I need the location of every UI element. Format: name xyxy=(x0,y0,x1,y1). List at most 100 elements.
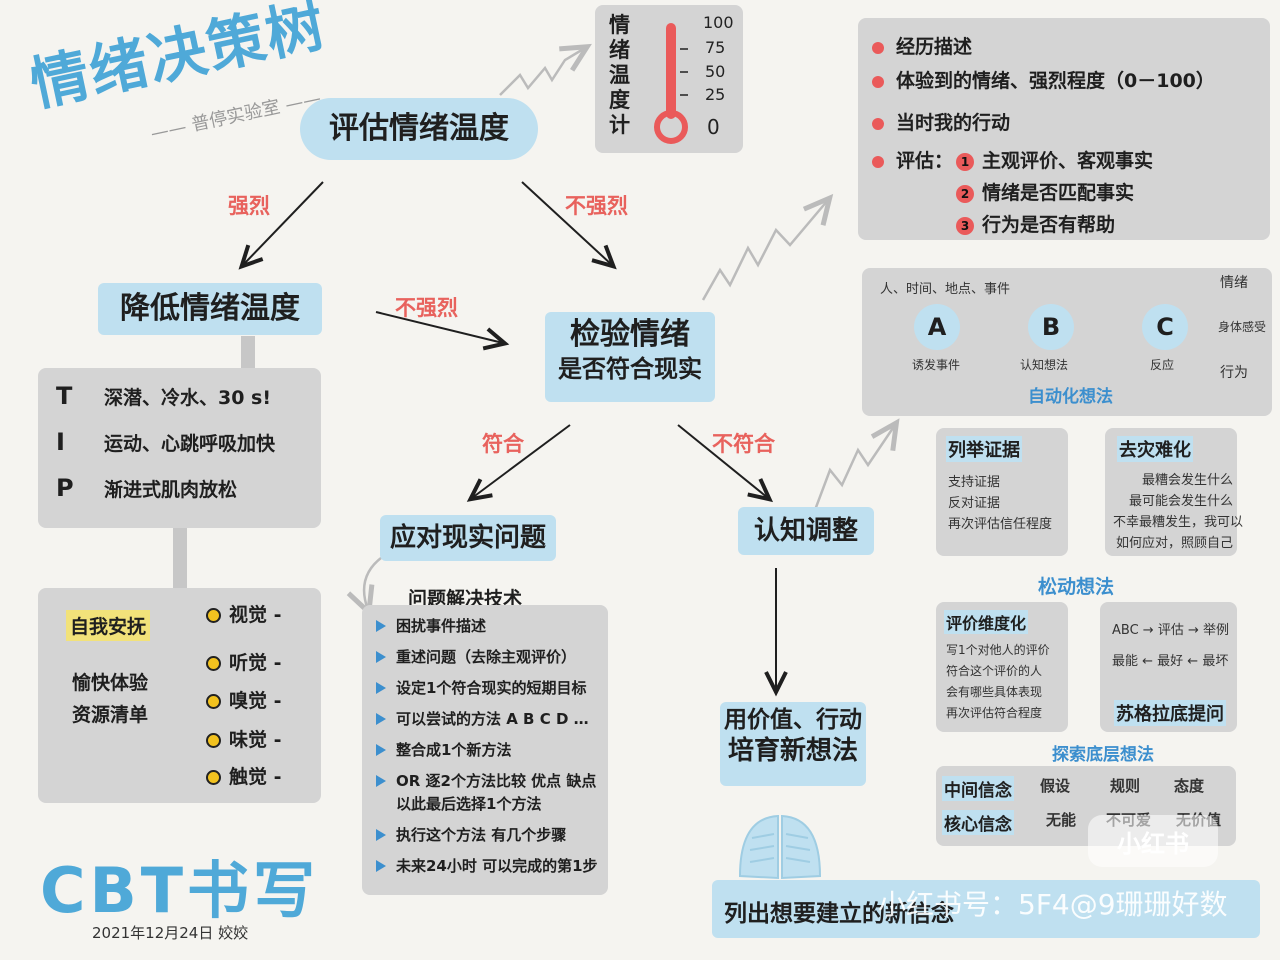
belief-core: 核心信念 xyxy=(942,810,1014,835)
tick-50: 50 xyxy=(705,62,726,81)
output-behavior: 行为 xyxy=(1220,365,1248,381)
puzzle-line: 反对证据 xyxy=(948,496,1001,511)
ps-item: 未来24小时 可以完成的第1步 xyxy=(376,857,598,876)
ps-text: 整合成1个新方法 xyxy=(396,741,512,759)
sense-item: 触觉 - xyxy=(206,762,282,789)
recap-eval-label: 评估： xyxy=(896,150,954,172)
sense-text: 触觉 - xyxy=(229,766,282,788)
ps-item: 整合成1个新方法 xyxy=(376,741,598,760)
bullet-dot xyxy=(872,155,884,168)
belief-item: 假设 xyxy=(1040,777,1071,795)
puzzle-line: 最可能会发生什么 xyxy=(1128,494,1233,509)
thermometer-char: 温 xyxy=(609,63,630,87)
recap-eval-item: 3 行为是否有帮助 xyxy=(956,210,1115,237)
sense-text: 听觉 - xyxy=(229,652,282,674)
node-c: C xyxy=(1142,304,1188,350)
new-belief-banner: 列出想要建立的新信念 xyxy=(712,880,1260,938)
puzzle-title: 列举证据 xyxy=(946,436,1022,462)
puzzle-evidence: 列举证据 支持证据 反对证据 再次评估信任程度 xyxy=(936,428,1068,556)
ps-text: 可以尝试的方法 A B C D … xyxy=(396,710,589,728)
belief-item: 规则 xyxy=(1110,777,1141,795)
ps-text: 设定1个符合现实的短期目标 xyxy=(396,679,587,697)
node-values: 用价值、行动 培育新想法 xyxy=(720,702,866,786)
puzzle-lines: ABC → 评估 → 举例 最能 ← 最好 ← 最坏 xyxy=(1112,620,1229,672)
watermark-badge: 小红书 xyxy=(1088,815,1218,867)
arrow-check-to-cognitive xyxy=(677,424,774,503)
node-a: A xyxy=(914,304,960,350)
recap-item-text: 当时我的行动 xyxy=(896,112,1011,134)
footer-date: 2021年12月24日 姣姣 xyxy=(92,924,249,942)
soothe-title: 自我安抚 xyxy=(66,610,151,641)
tick-100: 100 xyxy=(703,13,734,32)
ps-item: OR 逐2个方法比较 优点 缺点 xyxy=(376,772,598,791)
number-badge: 3 xyxy=(956,216,974,235)
triangle-icon xyxy=(376,713,386,725)
recap-eval-text: 情绪是否匹配事实 xyxy=(982,182,1135,204)
ps-text: 重述问题（去除主观评价） xyxy=(396,648,577,666)
bullet-dot xyxy=(872,41,884,54)
ps-text: OR 逐2个方法比较 优点 缺点 xyxy=(396,772,597,790)
ps-text: 困扰事件描述 xyxy=(396,617,487,635)
ps-title: 问题解决技术 xyxy=(408,588,523,610)
sense-item: 味觉 - xyxy=(206,725,282,752)
sense-item: 视觉 - xyxy=(206,600,282,627)
node-reduce: 降低情绪温度 xyxy=(98,283,322,335)
number-badge: 1 xyxy=(956,152,974,171)
sense-item: 嗅觉 - xyxy=(206,686,282,713)
triangle-icon xyxy=(376,744,386,756)
puzzle-line: 写1个对他人的评价 xyxy=(946,643,1050,657)
recap-eval-text: 行为是否有帮助 xyxy=(982,214,1116,236)
puzzle-line: 再次评估信任程度 xyxy=(948,517,1053,532)
arrow-assess-to-check xyxy=(521,181,617,270)
triangle-icon xyxy=(376,651,386,663)
tick-75: 75 xyxy=(705,38,726,57)
watermark: 小红书号：5F4@9珊珊好数 xyxy=(878,888,1228,921)
bullet-dot xyxy=(872,75,884,88)
tick-25: 25 xyxy=(705,85,726,104)
squiggle-abc xyxy=(813,418,900,511)
ps-item: 可以尝试的方法 A B C D … xyxy=(376,710,598,729)
belief-mid: 中间信念 xyxy=(942,776,1014,801)
node-cognitive: 认知调整 xyxy=(738,507,874,555)
auto-thoughts-label: 自动化想法 xyxy=(1028,387,1113,407)
node-cope: 应对现实问题 xyxy=(380,515,556,561)
sense-item: 听觉 - xyxy=(206,648,282,675)
beliefs-panel: 中间信念 核心信念 假设 规则 态度 无能 不可爱 无价值 xyxy=(936,766,1236,846)
triangle-icon xyxy=(376,775,386,787)
soothe-panel: 自我安抚 愉快体验 资源清单 视觉 - 听觉 - 嗅觉 - 味觉 - 触觉 - xyxy=(38,588,321,803)
belief-item: 态度 xyxy=(1174,777,1205,795)
ps-item: 设定1个符合现实的短期目标 xyxy=(376,679,598,698)
puzzle-dimension: 评价维度化 写1个对他人的评价 符合这个评价的人 会有哪些具体表现 再次评估符合… xyxy=(936,602,1068,732)
belief-item: 无能 xyxy=(1046,811,1077,829)
sense-text: 嗅觉 - xyxy=(229,690,282,712)
puzzle-title: 去灾难化 xyxy=(1117,436,1193,462)
curve-cope-to-ps xyxy=(346,553,386,618)
node-check: 检验情绪 是否符合现实 xyxy=(545,312,715,402)
dot-icon xyxy=(206,608,221,623)
ps-item: 执行这个方法 有几个步骤 xyxy=(376,826,598,845)
puzzle-line: 符合这个评价的人 xyxy=(946,664,1043,678)
puzzle-line: 再次评估符合程度 xyxy=(946,706,1043,720)
edge-label-strong: 强烈 xyxy=(228,194,270,218)
puzzle-line: ABC → 评估 → 举例 xyxy=(1112,623,1229,638)
tip-text: 深潜、冷水、30 s! xyxy=(104,387,272,409)
cbt-title: CBT书写 xyxy=(40,854,320,927)
thermometer-label: 情 绪 温 度 计 xyxy=(609,13,633,138)
node-values-line1: 用价值、行动 xyxy=(724,707,862,733)
node-check-line1: 检验情绪 xyxy=(570,317,690,352)
a-label: 诱发事件 xyxy=(912,358,961,372)
puzzle-lines: 支持证据 反对证据 再次评估信任程度 xyxy=(948,472,1052,535)
squiggle-recap xyxy=(701,193,834,301)
puzzle-title: 苏格拉底提问 xyxy=(1114,700,1226,726)
ps-list: 困扰事件描述 重述问题（去除主观评价） 设定1个符合现实的短期目标 可以尝试的方… xyxy=(376,617,598,888)
soothe-subtitle-line1: 愉快体验 xyxy=(72,672,149,694)
puzzle-line: 最糟会发生什么 xyxy=(1141,473,1233,488)
loosen-thoughts-label: 松动想法 xyxy=(1038,576,1115,598)
puzzle-line: 不幸最糟发生，我可以 xyxy=(1113,515,1244,530)
recap-item-text: 经历描述 xyxy=(896,36,973,58)
